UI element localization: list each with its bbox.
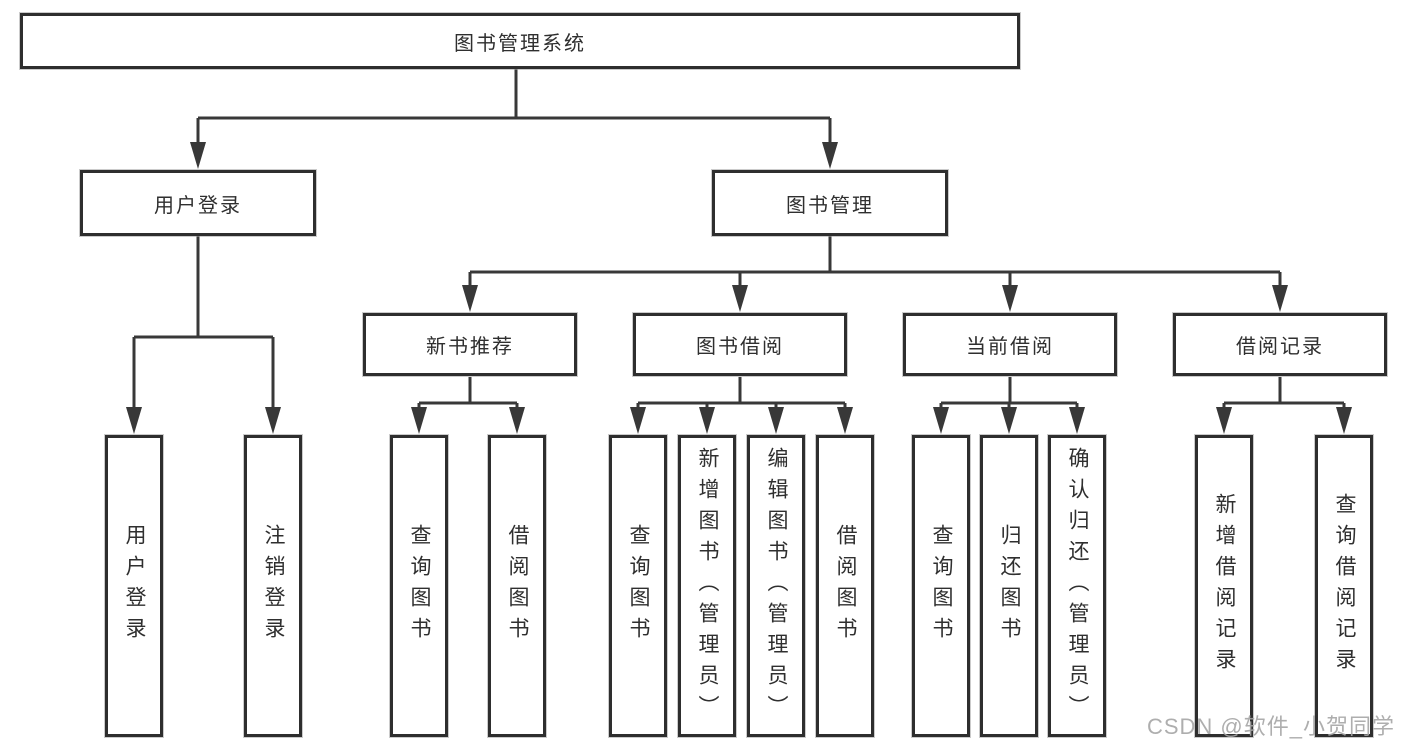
node-borrow-records: 借阅记录 xyxy=(1173,313,1387,376)
node-label: 归还图书 xyxy=(998,524,1021,648)
node-label: 借阅图书 xyxy=(506,524,529,648)
arrow-down-icon xyxy=(1216,407,1232,434)
node-label: 查询借阅记录 xyxy=(1333,493,1356,679)
node-label: 新书推荐 xyxy=(426,336,514,358)
node-label: 借阅图书 xyxy=(834,524,857,648)
leaf-user-login: 用户登录 xyxy=(105,435,163,737)
node-label: 查询图书 xyxy=(408,524,431,648)
leaf-edit-books-admin: 编辑图书（管理员） xyxy=(747,435,805,737)
node-label: 借阅记录 xyxy=(1236,336,1324,358)
leaf-return-books: 归还图书 xyxy=(980,435,1038,737)
arrow-down-icon xyxy=(462,285,478,312)
connectors-new-book-branch xyxy=(411,377,525,434)
node-label: 新增借阅记录 xyxy=(1213,493,1236,679)
node-root-system: 图书管理系统 xyxy=(20,13,1020,69)
connectors-borrow-records-branch xyxy=(1216,377,1352,434)
arrow-down-icon xyxy=(190,142,206,169)
arrow-down-icon xyxy=(126,407,142,434)
leaf-borrow-books-recommend: 借阅图书 xyxy=(488,435,546,737)
node-label: 查询图书 xyxy=(930,524,953,648)
leaf-query-books-current: 查询图书 xyxy=(912,435,970,737)
connectors-current-borrow-branch xyxy=(933,377,1085,434)
connectors-root-to-level2 xyxy=(190,69,838,169)
leaf-add-borrow-record: 新增借阅记录 xyxy=(1195,435,1253,737)
node-label: 查询图书 xyxy=(627,524,650,648)
node-label: 图书管理 xyxy=(786,194,874,217)
arrow-down-icon xyxy=(411,407,427,434)
arrow-down-icon xyxy=(509,407,525,434)
arrow-down-icon xyxy=(822,142,838,169)
node-label: 图书管理系统 xyxy=(454,32,586,55)
node-label: 注销登录 xyxy=(262,524,285,648)
node-label: 当前借阅 xyxy=(966,336,1054,358)
arrow-down-icon xyxy=(1336,407,1352,434)
arrow-down-icon xyxy=(699,407,715,434)
node-user-login: 用户登录 xyxy=(80,170,316,236)
leaf-query-books-borrow: 查询图书 xyxy=(609,435,667,737)
arrow-down-icon xyxy=(732,285,748,312)
connectors-book-management-branch xyxy=(462,236,1288,312)
arrow-down-icon xyxy=(837,407,853,434)
node-label: 用户登录 xyxy=(123,524,146,648)
node-label: 确认归还（管理员） xyxy=(1066,446,1089,726)
node-book-management: 图书管理 xyxy=(712,170,948,236)
node-label: 用户登录 xyxy=(154,194,242,217)
leaf-query-borrow-record: 查询借阅记录 xyxy=(1315,435,1373,737)
arrow-down-icon xyxy=(1272,285,1288,312)
node-new-book-recommend: 新书推荐 xyxy=(363,313,577,376)
arrow-down-icon xyxy=(265,407,281,434)
node-label: 编辑图书（管理员） xyxy=(765,446,788,726)
node-label: 新增图书（管理员） xyxy=(696,446,719,726)
arrow-down-icon xyxy=(1002,285,1018,312)
arrow-down-icon xyxy=(933,407,949,434)
leaf-query-books-recommend: 查询图书 xyxy=(390,435,448,737)
connectors-user-login-branch xyxy=(126,236,281,434)
leaf-add-books-admin: 新增图书（管理员） xyxy=(678,435,736,737)
arrow-down-icon xyxy=(1001,407,1017,434)
node-current-borrow: 当前借阅 xyxy=(903,313,1117,376)
arrow-down-icon xyxy=(768,407,784,434)
csdn-watermark: CSDN @软件_小贺同学 xyxy=(1146,714,1395,739)
leaf-logout: 注销登录 xyxy=(244,435,302,737)
connectors-book-borrow-branch xyxy=(630,377,853,434)
leaf-borrow-books: 借阅图书 xyxy=(816,435,874,737)
arrow-down-icon xyxy=(630,407,646,434)
node-book-borrow: 图书借阅 xyxy=(633,313,847,376)
arrow-down-icon xyxy=(1069,407,1085,434)
node-label: 图书借阅 xyxy=(696,336,784,358)
leaf-confirm-return-admin: 确认归还（管理员） xyxy=(1048,435,1106,737)
